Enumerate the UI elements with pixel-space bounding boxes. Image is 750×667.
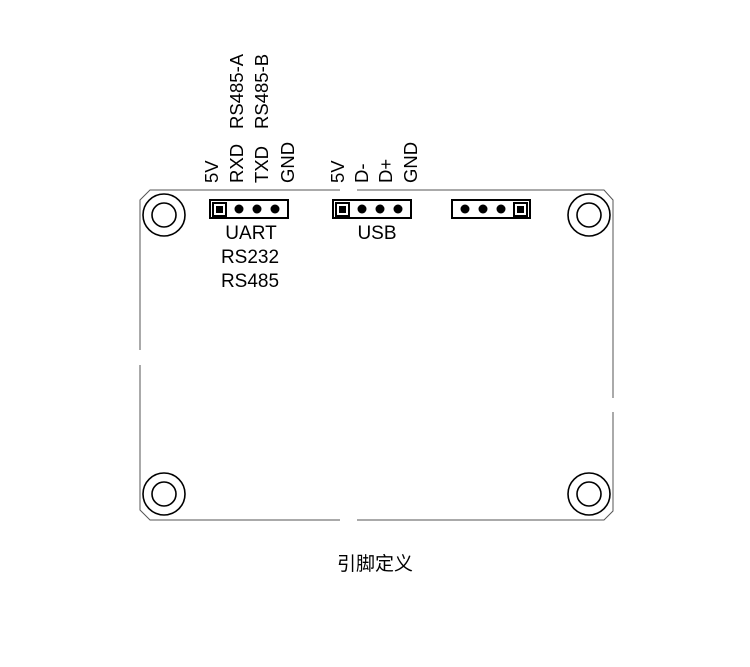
usb-pin-3-pad: [375, 204, 385, 214]
uart-pin-2-pad: [234, 204, 244, 214]
mounting-hole-top-right: [567, 193, 611, 237]
usb-pin-label-5v: 5V: [327, 160, 348, 183]
usb-pin-2-pad: [357, 204, 367, 214]
aux-pin-3-pad: [496, 204, 506, 214]
uart-pin-3-pad: [252, 204, 262, 214]
aux-pin-1-pad: [460, 204, 470, 214]
usb-header: [332, 199, 412, 219]
uart-pin-1-square-pad: [212, 202, 227, 217]
aux-pin-4-square-pad: [513, 202, 528, 217]
usb-pin-4-pad: [393, 204, 403, 214]
uart-header: [209, 199, 289, 219]
uart-pin-label-gnd: GND: [277, 142, 298, 183]
uart-pin-label-rs485-a: RS485-A: [226, 53, 247, 129]
uart-pin-label-txd: TXD: [251, 146, 272, 183]
uart-pin-label-rxd: RXD: [226, 144, 247, 183]
aux-header: [451, 199, 531, 219]
uart-pin-4-pad: [270, 204, 280, 214]
mounting-hole-bottom-left: [142, 472, 186, 516]
aux-pin-2-pad: [478, 204, 488, 214]
usb-label: USB: [357, 223, 396, 244]
diagram-caption: 引脚定义: [337, 553, 413, 575]
board-outline: [139, 189, 614, 521]
mounting-hole-top-left: [142, 193, 186, 237]
mounting-hole-bottom-right: [567, 472, 611, 516]
usb-pin-label-d-plus: D+: [375, 159, 396, 183]
uart-pin-label-5v: 5V: [201, 160, 222, 183]
usb-pin-1-square-pad: [335, 202, 350, 217]
uart-pin-label-rs485-b: RS485-B: [251, 54, 272, 129]
uart-label: UART: [225, 223, 277, 244]
usb-pin-label-d-minus: D-: [351, 163, 372, 183]
rs232-label: RS232: [221, 247, 279, 268]
usb-pin-label-gnd: GND: [400, 142, 421, 183]
rs485-label: RS485: [221, 271, 279, 292]
